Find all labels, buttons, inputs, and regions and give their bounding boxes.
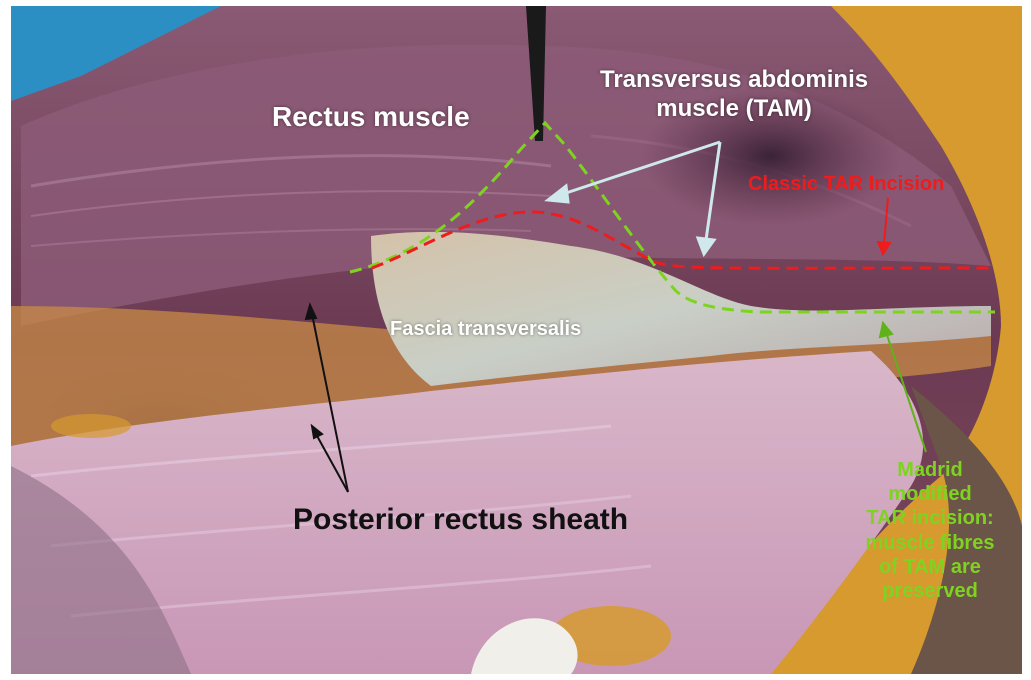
madrid-line-2: modified bbox=[888, 483, 972, 506]
madrid-line-5: of TAM are bbox=[879, 555, 981, 578]
madrid-line-4: muscle fibres bbox=[865, 531, 995, 554]
madrid-line-3: TAR incision: bbox=[866, 507, 994, 530]
photo-background bbox=[11, 6, 1022, 674]
tam-label: Transversus abdominis muscle (TAM) bbox=[600, 66, 868, 124]
surgical-photo bbox=[11, 6, 1022, 674]
madrid-line-1: Madrid bbox=[897, 459, 963, 481]
tam-label-line-2: muscle (TAM) bbox=[656, 94, 812, 122]
forceps-tip-icon bbox=[526, 6, 546, 141]
posterior-rectus-sheath-label: Posterior rectus sheath bbox=[293, 503, 629, 536]
madrid-line-6: preserved bbox=[882, 579, 978, 602]
tam-label-line-1: Transversus abdominis bbox=[600, 66, 869, 93]
fascia-transversalis-label: Fascia transversalis bbox=[390, 318, 582, 340]
madrid-modified-label: Madrid modified TAR incision: muscle fib… bbox=[842, 458, 1018, 603]
rectus-muscle-label: Rectus muscle bbox=[272, 101, 470, 132]
classic-tar-label: Classic TAR Incision bbox=[748, 173, 945, 195]
